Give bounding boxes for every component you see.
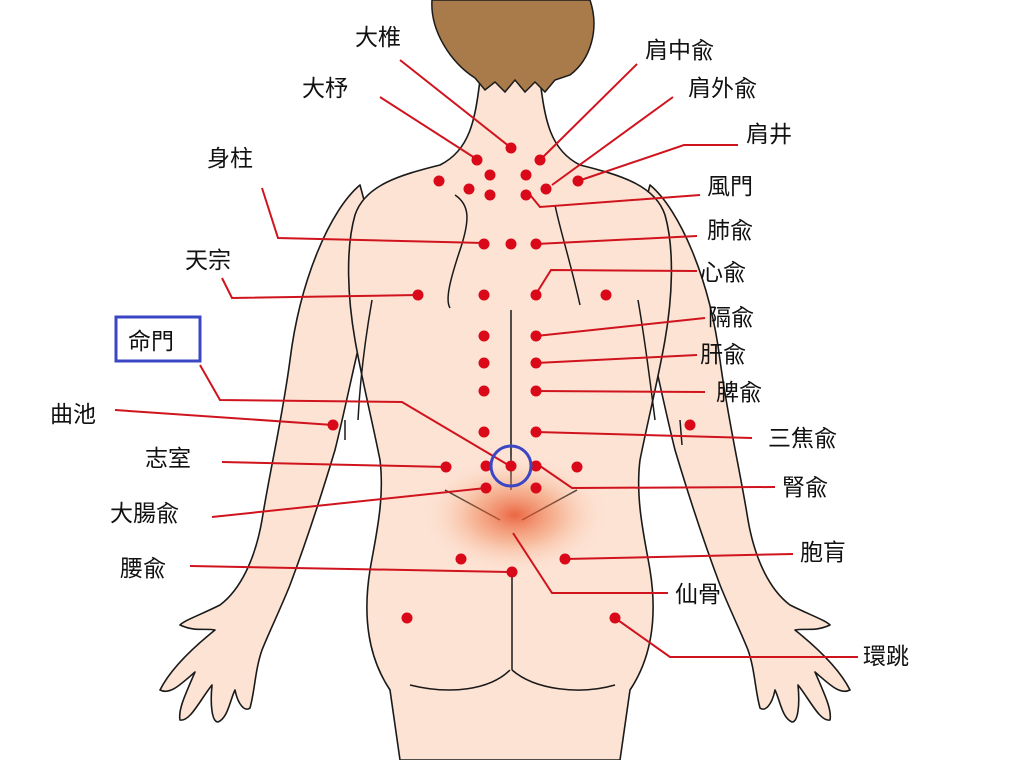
point-xinshu-right — [530, 289, 542, 301]
point-sanjiaoshu-left — [478, 426, 490, 438]
acupoints — [327, 142, 696, 624]
label-jianjing: 肩井 — [746, 122, 792, 148]
point-dazhui — [505, 142, 517, 154]
point-shenshu-right — [530, 460, 542, 472]
label-shenzhu: 身柱 — [207, 146, 253, 172]
point-yaoshu — [506, 566, 518, 578]
label-yaoshu: 腰兪 — [120, 556, 166, 582]
label-xinshu: 心兪 — [700, 260, 746, 286]
label-quchi: 曲池 — [50, 402, 96, 428]
point-dachangshu-right — [530, 482, 542, 494]
point-zhishi-left — [440, 461, 452, 473]
point-baohuang-right — [559, 553, 571, 565]
point-pishu-left — [478, 385, 490, 397]
buttock-left — [409, 669, 511, 691]
label-fengmen: 風門 — [707, 174, 753, 200]
label-shenshu: 腎兪 — [782, 475, 828, 501]
labels: 大椎 大杼 身柱 天宗 命門 曲池 志室 大腸兪 腰兪 肩中兪 肩外兪 肩井 風… — [50, 25, 909, 670]
label-baohuang: 胞肓 — [800, 540, 846, 566]
point-dazhu-left — [471, 154, 483, 166]
point-fengmen-left — [484, 169, 496, 181]
shoulder-blade-left — [447, 194, 468, 309]
label-xiangu: 仙骨 — [675, 582, 721, 608]
point-jianjing-left — [433, 175, 445, 187]
label-dachangshu: 大腸兪 — [110, 501, 179, 527]
point-geshu-right — [530, 330, 542, 342]
label-dazhu: 大杼 — [302, 76, 348, 102]
point-quchi-left — [327, 419, 339, 431]
leader-lines — [114, 59, 858, 658]
label-ganshu: 肝兪 — [700, 342, 746, 368]
label-sanjiaoshu: 三焦兪 — [768, 426, 837, 452]
arm-crease-right — [637, 299, 683, 446]
label-feishu: 肺兪 — [707, 218, 753, 244]
point-baohuang-left — [455, 553, 467, 565]
point-pishu-right — [530, 385, 542, 397]
label-jianzhongshu: 肩中兪 — [645, 38, 714, 64]
point-feishu-left — [478, 238, 490, 250]
label-mingmen: 命門 — [128, 329, 174, 355]
label-pishu: 脾兪 — [716, 380, 762, 406]
label-tianzong: 天宗 — [185, 248, 231, 274]
point-jianjing-right — [572, 175, 584, 187]
point-shenshu-left — [480, 460, 492, 472]
body-figure — [159, 0, 851, 760]
point-quchi-right — [684, 419, 696, 431]
point-fengmen-left2 — [484, 189, 496, 201]
point-ganshu-right — [530, 357, 542, 369]
point-dazhu-right — [520, 169, 532, 181]
point-ganshu-left — [478, 357, 490, 369]
torso — [347, 79, 673, 760]
point-mingmen — [505, 460, 517, 472]
buttock-right — [511, 669, 616, 691]
mingmen-highlight-circle — [489, 444, 533, 488]
point-shenzhu — [505, 238, 517, 250]
point-tianzong-right — [600, 289, 612, 301]
point-jianwaishu-left — [463, 183, 475, 195]
point-tianzong-left — [412, 289, 424, 301]
point-feishu-right — [530, 238, 542, 250]
point-zhishi-right — [571, 461, 583, 473]
point-huantiao-right — [609, 612, 621, 624]
label-zhishi: 志室 — [145, 446, 191, 472]
left-arm — [159, 184, 381, 723]
point-jianzhongshu-right — [534, 154, 546, 166]
point-huantiao-left — [401, 612, 413, 624]
arm-crease-left — [344, 299, 373, 440]
point-sanjiaoshu-right — [530, 426, 542, 438]
label-huantiao: 環跳 — [863, 644, 909, 670]
point-xinshu-left — [478, 289, 490, 301]
label-jianwaishu: 肩外兪 — [688, 76, 757, 102]
label-dazhui: 大椎 — [355, 25, 401, 51]
label-geshu: 隔兪 — [708, 305, 754, 331]
point-fengmen-right — [520, 189, 532, 201]
hair — [431, 0, 595, 94]
point-dachangshu-left — [480, 482, 492, 494]
sacral-glow — [420, 455, 610, 575]
shoulder-blade-right — [554, 204, 581, 306]
point-jianwaishu-right — [540, 183, 552, 195]
point-geshu-left — [478, 330, 490, 342]
mingmen-label-box — [114, 315, 202, 363]
